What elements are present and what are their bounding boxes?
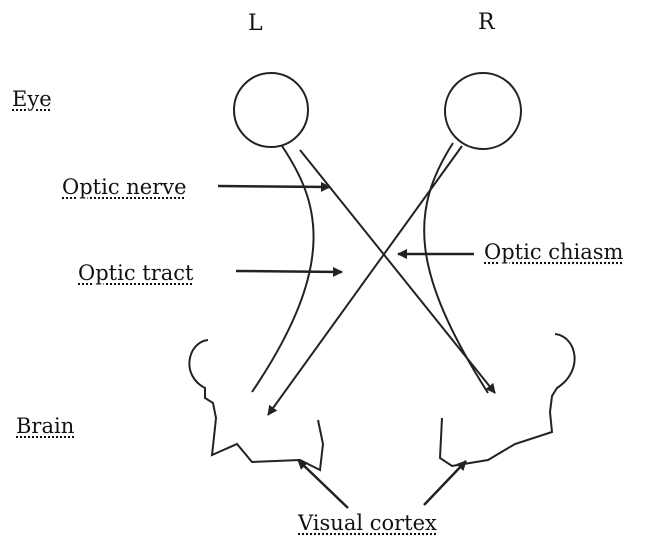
optic-tract-label: Optic tract (78, 263, 193, 284)
visual-cortex-pointer-left (298, 460, 348, 508)
left-side-label: L (248, 13, 263, 35)
optic-nerve-label: Optic nerve (62, 177, 187, 198)
optic-chiasm-label: Optic chiasm (484, 242, 623, 263)
left-brain-outline (189, 340, 323, 470)
optic-nerve-pointer (218, 186, 330, 187)
brain-label: Brain (16, 416, 74, 437)
right-nerve-outer-edge (424, 143, 488, 393)
right-brain-outline (440, 334, 575, 466)
visual-cortex-pointer-right (424, 461, 466, 505)
right-eye (445, 73, 521, 149)
eye-label: Eye (12, 89, 52, 110)
optic-tract-pointer (236, 271, 342, 272)
left-nerve-outer-edge (252, 146, 314, 392)
visual-cortex-label: Visual cortex (298, 513, 437, 534)
left-eye (234, 73, 308, 147)
right-side-label: R (478, 12, 495, 34)
